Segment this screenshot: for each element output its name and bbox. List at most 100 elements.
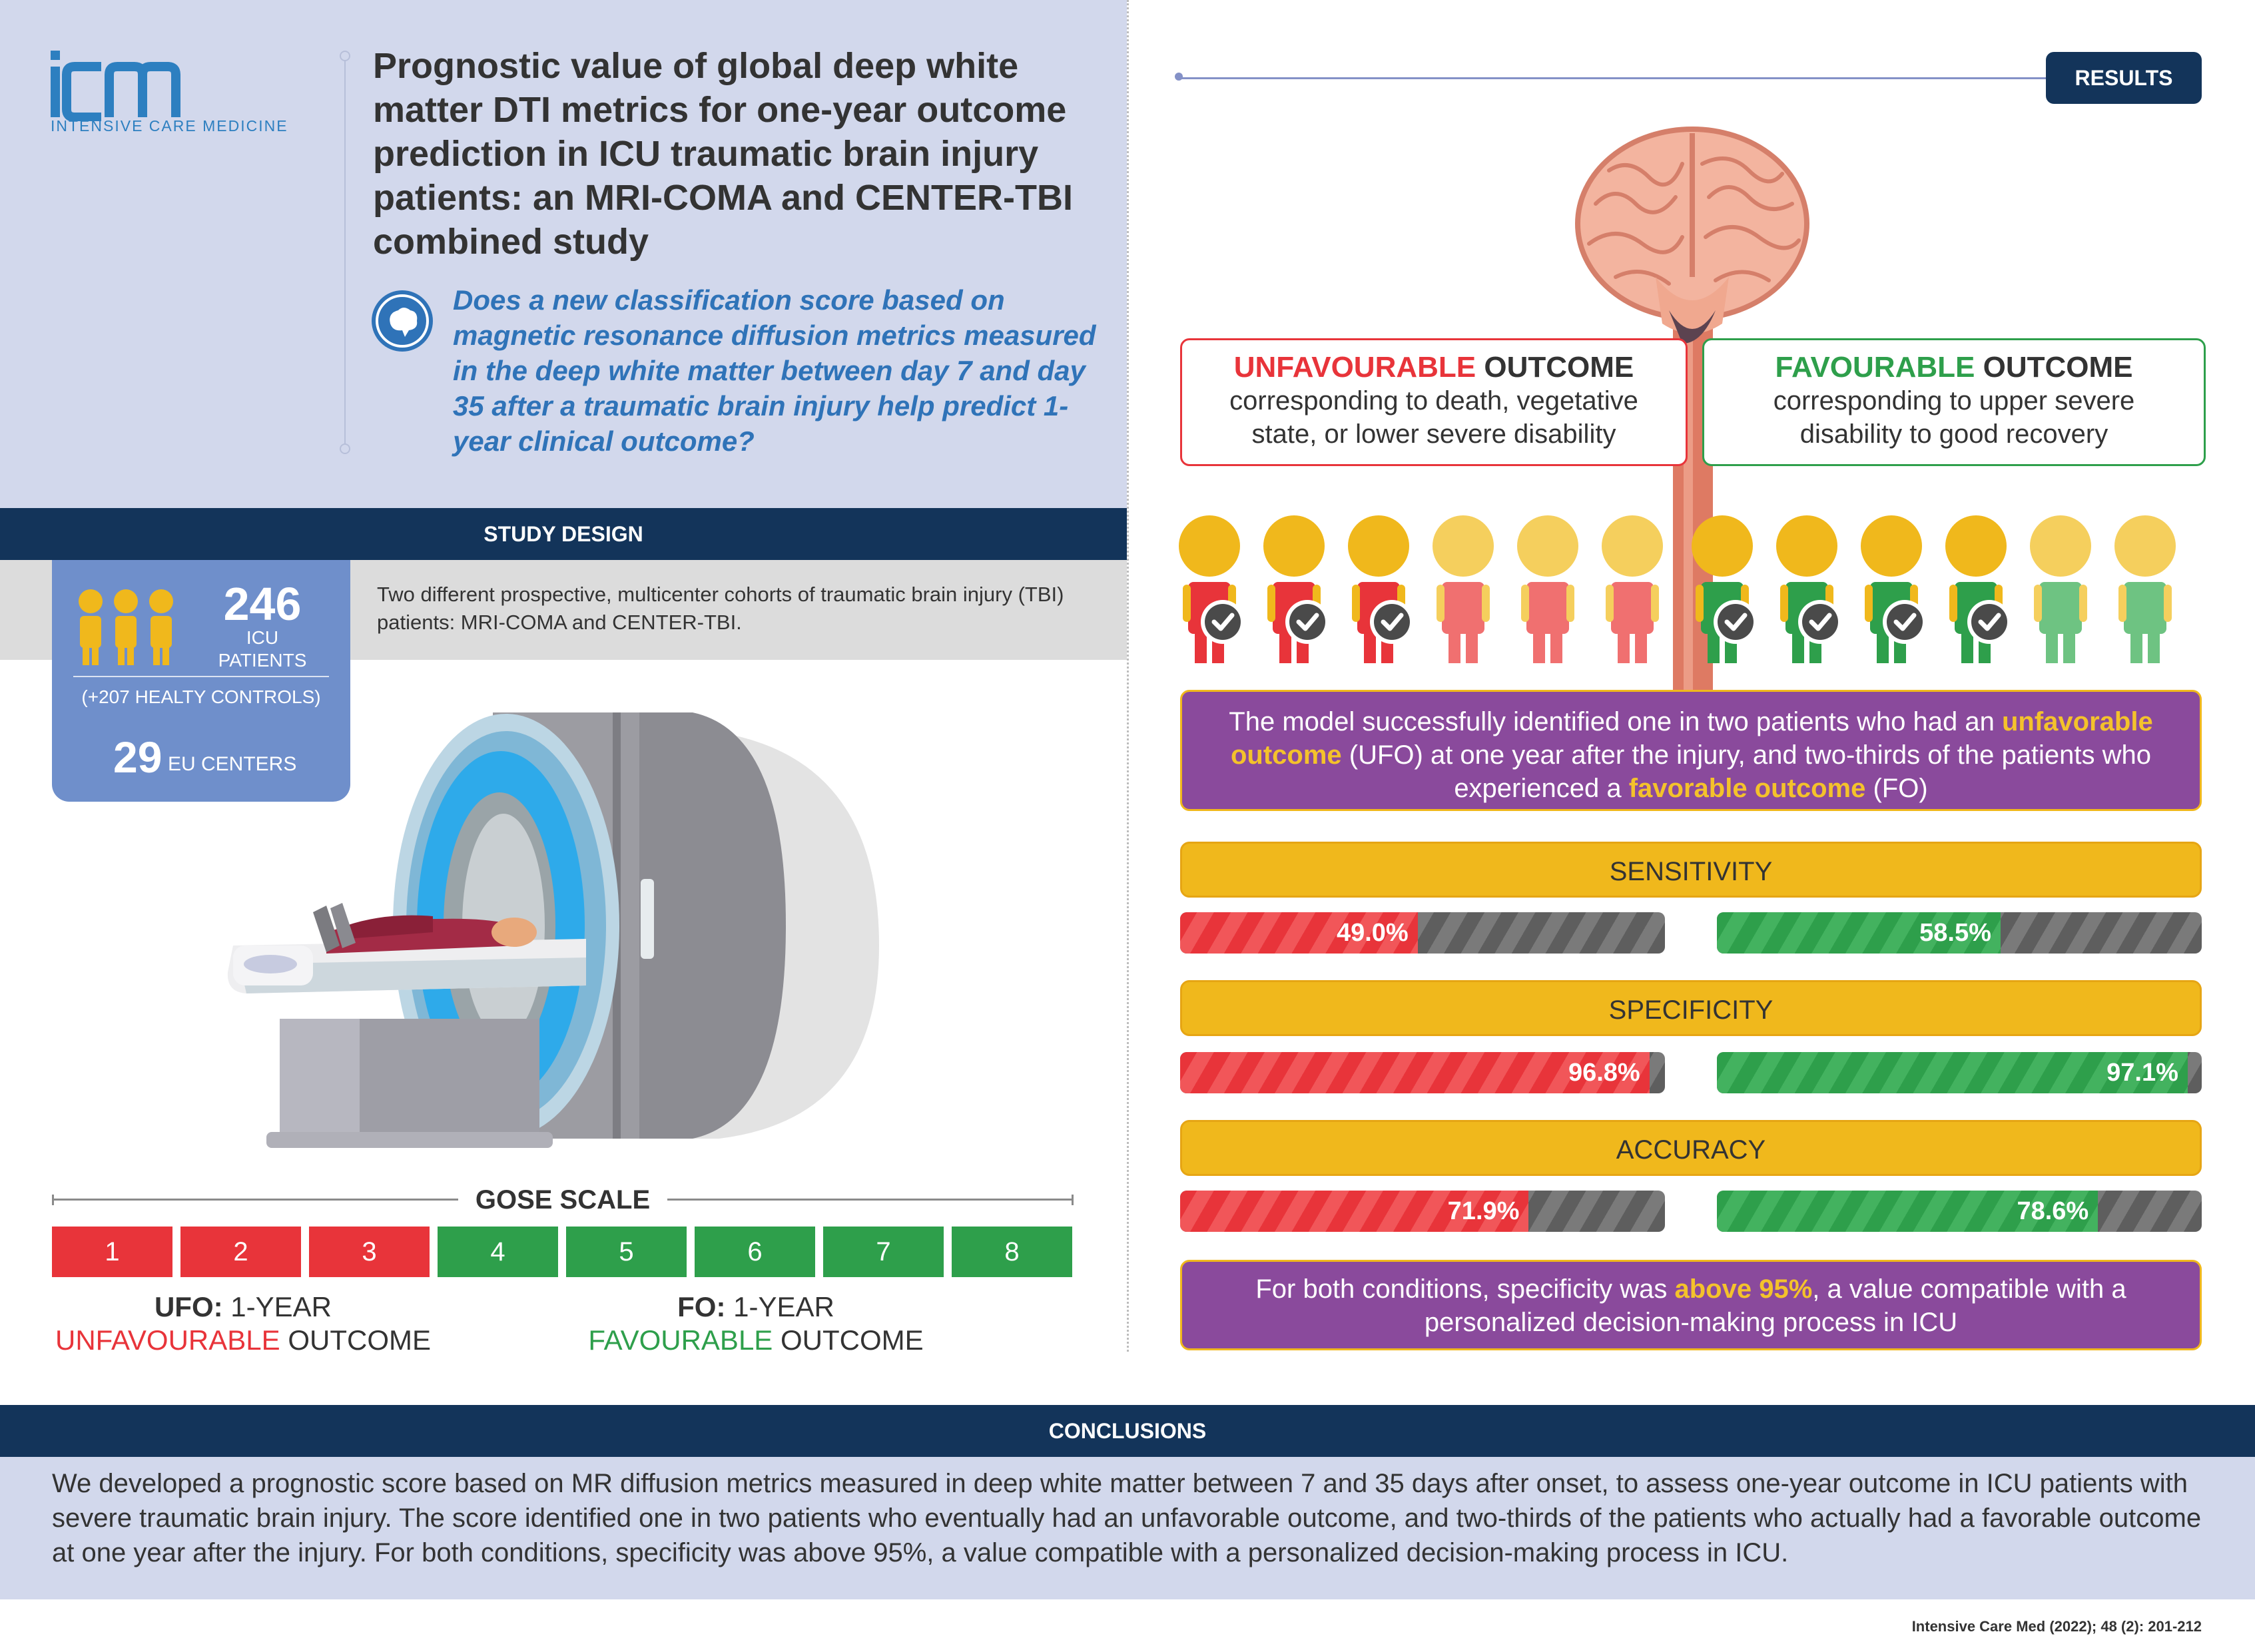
brain-icon	[1575, 127, 1809, 344]
icm-logo-icon: icm	[51, 51, 180, 121]
person-icon	[1179, 515, 1245, 663]
patients-label: ICU PATIENTS	[209, 627, 316, 672]
gose-level-7: 7	[823, 1227, 944, 1277]
study-design-text: Two different prospective, multicenter c…	[377, 583, 1064, 634]
metric-header-accuracy: ACCURACY	[1180, 1120, 2202, 1176]
fo-box-head-rest: OUTCOME	[1983, 351, 2133, 384]
fo-box-desc-1: corresponding to upper severe	[1773, 386, 2135, 415]
metric-header-specificity: SPECIFICITY	[1180, 980, 2202, 1036]
person-icon	[1263, 515, 1329, 663]
patients-label-line-1: ICU	[246, 627, 279, 648]
spec-text-2: , a value compatible with a personalized…	[1424, 1274, 2126, 1337]
person-icon	[1776, 515, 1842, 663]
column-divider	[1127, 0, 1129, 1352]
journal-name: INTENSIVE CARE MEDICINE	[51, 117, 288, 135]
gose-level-6: 6	[695, 1227, 815, 1277]
patients-label-line-2: PATIENTS	[218, 650, 307, 671]
sensitivity-fo-fill	[1717, 912, 2001, 954]
person-icon	[1433, 515, 1494, 663]
outcome-people-pictogram	[1179, 515, 2176, 663]
results-line-dot	[1175, 73, 1183, 81]
divider-dot-bottom	[340, 443, 350, 454]
fo-word: FAVOURABLE	[588, 1324, 773, 1356]
specificity-note-box: For both conditions, specificity was abo…	[1180, 1260, 2202, 1350]
fo-definition-box: FAVOURABLE OUTCOME corresponding to uppe…	[1702, 338, 2206, 466]
research-question: Does a new classification score based on…	[453, 284, 1096, 457]
gose-tick-right	[1072, 1195, 1074, 1205]
gose-tick-left	[52, 1195, 54, 1205]
specificity-fo-label: 97.1%	[2106, 1059, 2178, 1087]
ufo-word: UNFAVOURABLE	[55, 1324, 280, 1356]
ufo-outcome: OUTCOME	[288, 1324, 431, 1356]
patients-group-icon	[79, 589, 173, 665]
stats-divider	[73, 676, 329, 677]
person-icon	[1602, 515, 1663, 663]
results-header: RESULTS	[2046, 52, 2202, 104]
accuracy-fo-label: 78.6%	[2017, 1197, 2089, 1225]
specificity-ufo-bar: 96.8%	[1180, 1052, 1665, 1093]
person-icon	[1348, 515, 1414, 663]
patients-count: 246	[223, 578, 302, 630]
fo-outcome: OUTCOME	[781, 1324, 924, 1356]
citation: Intensive Care Med (2022); 48 (2): 201-2…	[1911, 1618, 2202, 1635]
conclusions-header: CONCLUSIONS	[0, 1405, 2255, 1457]
accuracy-ufo-bar: 71.9%	[1180, 1191, 1665, 1232]
header-panel	[0, 0, 1127, 508]
brain-question-icon	[372, 290, 433, 352]
gose-line-left	[52, 1199, 458, 1201]
mri-scanner-illustration	[227, 712, 879, 1148]
person-icon	[1861, 515, 1927, 663]
header-divider-line	[344, 55, 346, 449]
fo-box-desc-2: disability to good recovery	[1799, 419, 2108, 449]
centers-count: 29	[113, 732, 162, 782]
fo-prefix: FO:	[677, 1291, 726, 1322]
conclusions-text: We developed a prognostic score based on…	[52, 1469, 2202, 1567]
gose-fo-caption: FO: 1-YEAR FAVOURABLE OUTCOME	[526, 1290, 986, 1357]
gose-level-5: 5	[566, 1227, 687, 1277]
ufo-box-desc-1: corresponding to death, vegetative	[1229, 386, 1638, 415]
gose-title: GOSE SCALE	[475, 1185, 651, 1215]
controls-count: (+207 HEALTY CONTROLS)	[81, 687, 321, 707]
specificity-fo-bar: 97.1%	[1717, 1052, 2202, 1093]
spec-text-highlight: above 95%	[1674, 1274, 1813, 1304]
model-result-box: The model successfully identified one in…	[1180, 690, 2202, 811]
spec-text-1: For both conditions, specificity was	[1255, 1274, 1675, 1304]
person-icon	[1945, 515, 2011, 663]
results-line	[1180, 77, 2046, 79]
person-icon	[1692, 515, 1758, 663]
fo-box-head: FAVOURABLE	[1775, 351, 1975, 384]
sensitivity-ufo-bar: 49.0%	[1180, 912, 1665, 954]
accuracy-ufo-fill	[1180, 1191, 1529, 1232]
ufo-box-desc-2: state, or lower severe disability	[1251, 419, 1616, 449]
specificity-fo-fill	[1717, 1052, 2188, 1093]
gose-level-2: 2	[180, 1227, 301, 1277]
model-text-highlight-ufo: unfavorable outcome	[1230, 707, 2153, 770]
conclusions-band	[0, 1457, 2255, 1599]
model-text-3: (FO)	[1865, 774, 1928, 803]
sensitivity-ufo-label: 49.0%	[1336, 919, 1409, 947]
sensitivity-ufo-fill	[1180, 912, 1418, 954]
ufo-box-head: UNFAVOURABLE	[1233, 351, 1476, 384]
gose-level-8: 8	[952, 1227, 1072, 1277]
gose-level-1: 1	[52, 1227, 172, 1277]
sensitivity-fo-label: 58.5%	[1919, 919, 1991, 947]
person-icon	[1517, 515, 1578, 663]
ufo-definition-box: UNFAVOURABLE OUTCOME corresponding to de…	[1180, 338, 1688, 466]
model-text-highlight-fo: favorable outcome	[1628, 774, 1866, 803]
specificity-ufo-label: 96.8%	[1568, 1059, 1640, 1087]
specificity-ufo-fill	[1180, 1052, 1650, 1093]
person-icon	[2030, 515, 2091, 663]
gose-line-right	[667, 1199, 1074, 1201]
divider-dot-top	[340, 51, 350, 61]
accuracy-fo-fill	[1717, 1191, 2098, 1232]
gose-level-3: 3	[309, 1227, 430, 1277]
ufo-box-head-rest: OUTCOME	[1484, 351, 1634, 384]
sensitivity-fo-bar: 58.5%	[1717, 912, 2202, 954]
person-icon	[2114, 515, 2176, 663]
page-title: Prognostic value of global deep white ma…	[373, 46, 1073, 262]
ufo-prefix: UFO:	[154, 1291, 223, 1322]
metric-header-sensitivity: SENSITIVITY	[1180, 842, 2202, 898]
model-text-1: The model successfully identified one in…	[1229, 707, 2002, 736]
centers-label: EU CENTERS	[168, 753, 297, 775]
accuracy-ufo-label: 71.9%	[1447, 1197, 1520, 1225]
